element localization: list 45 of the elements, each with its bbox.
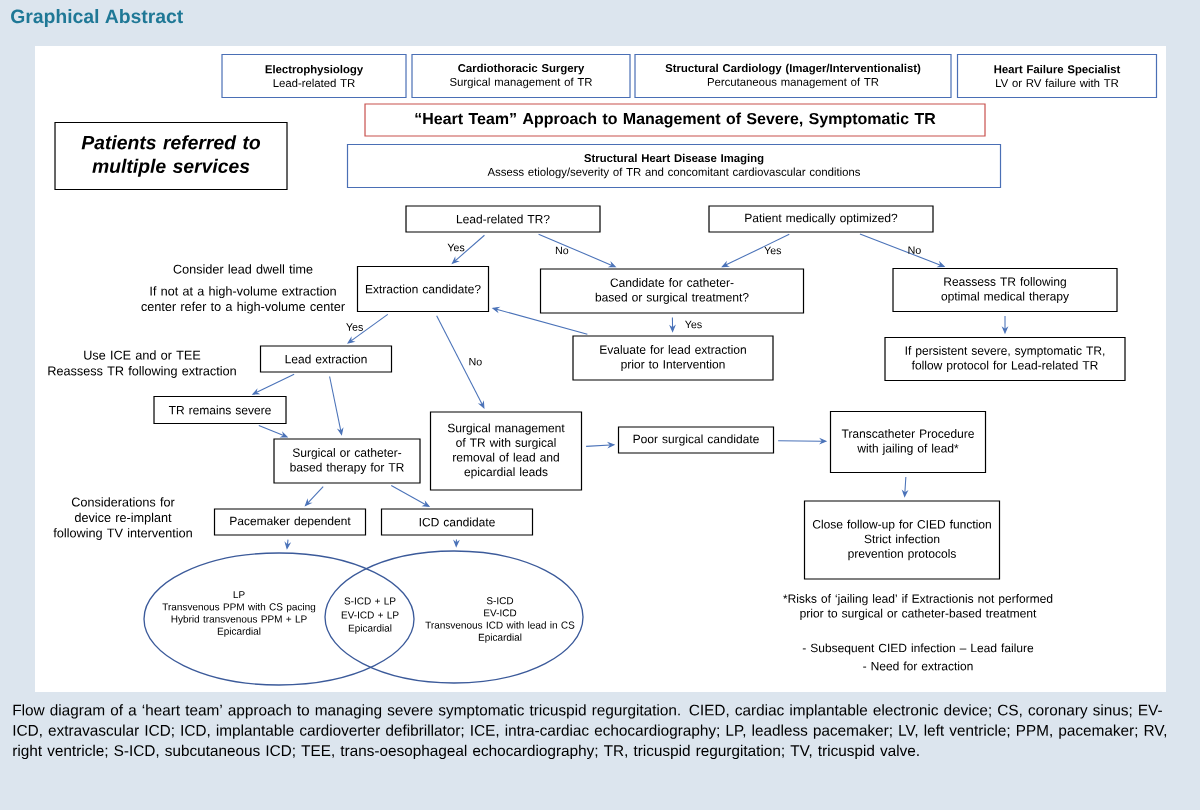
process-box: Surgical management of TR with surgical removal of lead and epicardial leads [429,411,583,491]
edge-label: Yes [346,323,363,331]
process-box: Patient medically optimized? [708,205,934,233]
edge-label: Yes [764,246,782,255]
process-box: Transcatheter Procedure with jailing of lead* [829,410,987,474]
callout-box: Patients referred to multiple services [54,121,288,191]
process-box: Evaluate for lead extraction prior to Intervention [572,335,774,381]
process-box: Candidate for catheter-based or surgical treatment? [539,268,805,314]
note-text: Consider lead dwell time [173,264,313,274]
note-text: Considerations for device re-implant following TV intervention [53,497,192,540]
note-text: If not at a high-volume extraction center refer to a high-volume center [141,286,345,314]
footnote-text: - Subsequent CIED infection – Lead failure [802,643,1034,655]
edge-label: No [469,358,482,366]
process-box: Extraction candidate? [356,265,490,313]
service-box: Structural Heart Disease Imaging Assess etiology/severity of TR and concomitant cardiovascular conditions [346,143,1002,189]
process-box: If persistent severe, symptomatic TR, follow protocol for Lead-related TR [884,336,1126,382]
service-box: Electrophysiology Lead-related TR [221,53,407,99]
edge-label: Yes [447,243,465,252]
note-text: Reassess TR following extraction [48,366,236,378]
caption: Flow diagram of a ‘heart team’ approach to managing severe symptomatic tricuspid regurgitation. CIED, cardiac implantable electronic device; CS, coronary sinus; EV-ICD, extravascular ICD; ICD, implantable cardioverter defibrillator; ICE, intra-cardiac echocardiography; LP, leadless pacemaker; LV, left ventricle; PPM, pacemaker; RV, right ventricle; S-ICD, subcutaneous ICD; TEE, trans-oesophageal echocardiography; TR, tricuspid regurgitation; TV, tricuspid valve. [13,704,1167,760]
service-box: Cardiothoracic Surgery Surgical management of TR [411,53,631,99]
process-box: Lead extraction [259,345,393,373]
process-box: Poor surgical candidate [617,426,775,454]
arrow [721,233,790,268]
footnote-text: - Need for extraction [863,661,973,671]
arrow [347,313,389,344]
overlap-text: Epicardial [348,624,392,634]
process-box: Reassess TR following optimal medical therapy [892,267,1118,313]
note-text: Use ICE and or TEE [84,350,201,360]
heading-box: “Heart Team” Approach to Management of Severe, Symptomatic TR [364,103,986,137]
process-box: Lead-related TR? [405,205,601,233]
service-box: Heart Failure Specialist LV or RV failure with TR [956,53,1158,99]
title: Graphical Abstract [11,9,183,27]
overlap-text: EV-ICD + LP [341,611,399,619]
process-box: Pacemaker dependent [213,508,367,536]
footnote-text: *Risks of ‘jailing lead’ if Extractionis not performed prior to surgical or catheter-based treatment [783,594,1053,620]
edge-label: Yes [685,320,702,329]
service-box: Structural Cardiology (Imager/Interventionalist) Percutaneous management of TR [634,53,952,99]
edge-label: No [908,246,921,254]
edge-label: No [555,246,569,255]
process-box: Close follow-up for CIED function Strict infection prevention protocols [803,500,1001,580]
process-box: Surgical or catheter-based therapy for TR [273,438,421,484]
process-box: ICD candidate [380,508,534,536]
process-box: TR remains severe [153,395,287,425]
overlap-text: S-ICD + LP [344,597,396,605]
